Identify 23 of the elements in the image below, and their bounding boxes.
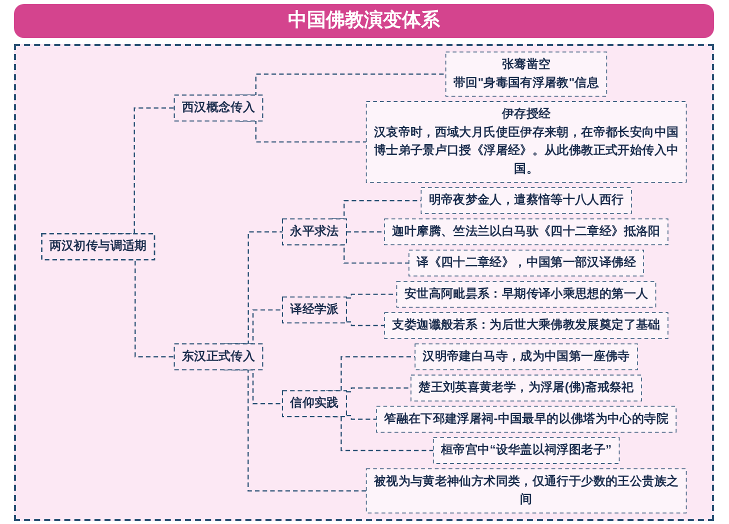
node-box bbox=[41, 233, 156, 260]
node-box bbox=[174, 94, 264, 122]
node-box bbox=[366, 468, 687, 514]
node-box bbox=[384, 218, 668, 246]
node-box bbox=[384, 312, 668, 339]
diagram-frame: 两汉初传与调适期 西汉概念传入 张骞凿空 带回"身毒国有浮屠教"信息 伊存授经 汉哀帝时，西域大月氏使臣伊存来朝，在帝都长安向中国博士弟子景卢口授《浮屠经》。从此佛教正式开始传入中国。 东汉正式传入 永平求法 明帝夜梦金人，遣蔡愔等十八人西行 迦叶摩腾、竺法兰以白马驮《四十二章经》抵洛阳 译《四十二章经》，中国第一部汉译佛经 译经学派 安世高阿毗昙系：早期传译小乘思想的第一人 支娄迦谶般若系：为后世大乘佛教发展奠定了基础 信仰实践 汉明帝建白马寺，成为中国第一座佛寺 楚王刘英喜黄老学，为浮屠(佛)斋戒祭祀 笮融在下邳建浮屠祠-中国最早的以佛塔为中心的寺院 桓帝宫中“设华盖以祠浮图老子” 被视为与黄老神仙方术同类，仅通行于少数的王公贵族之间 bbox=[14, 44, 714, 521]
node-box bbox=[408, 250, 644, 276]
node-box bbox=[282, 218, 348, 246]
node-box bbox=[376, 406, 676, 433]
node-box bbox=[432, 437, 620, 464]
node-box bbox=[366, 101, 687, 183]
title-banner: 中国佛教演变体系 bbox=[14, 4, 714, 38]
connector bbox=[346, 321, 385, 326]
node-box bbox=[282, 390, 348, 418]
node-box bbox=[414, 343, 638, 370]
node-box bbox=[445, 52, 608, 97]
node-box bbox=[410, 374, 642, 402]
connector bbox=[346, 387, 411, 392]
node-box bbox=[282, 296, 348, 324]
connector bbox=[346, 414, 376, 420]
node-box bbox=[420, 187, 632, 214]
node-box bbox=[174, 343, 264, 370]
node-box bbox=[396, 280, 656, 308]
